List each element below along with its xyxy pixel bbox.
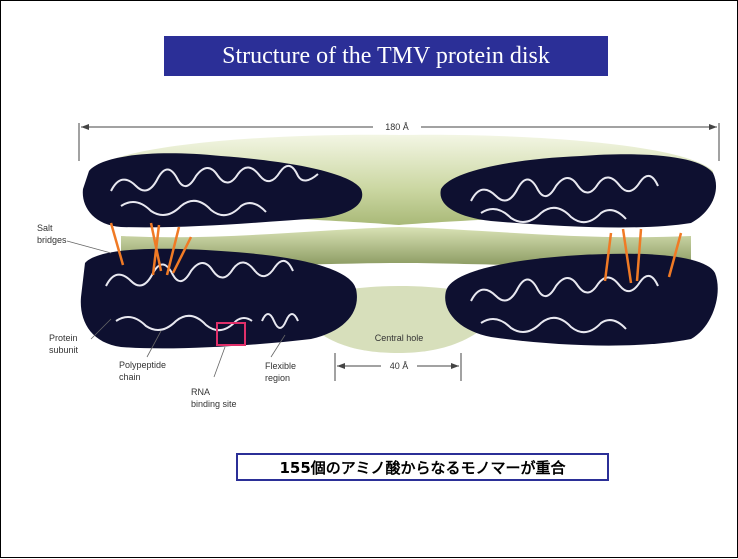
salt-bridges-label-line2: bridges	[37, 235, 67, 245]
caption-box: 155個のアミノ酸からなるモノマーが重合	[236, 453, 609, 481]
protein-subunit-bottom-left	[80, 248, 357, 349]
leader-lines	[66, 240, 286, 378]
protein-subunit-top-left	[82, 153, 363, 228]
dimension-180-line	[78, 123, 720, 161]
flexible-region-label-line1: Flexible	[265, 361, 296, 371]
dimension-180-label: 180 Å	[385, 122, 409, 132]
salt-bridges-left	[109, 222, 193, 276]
salt-bridges-label-line1: Salt	[37, 223, 53, 233]
slide-title: Structure of the TMV protein disk	[164, 36, 608, 76]
rna-binding-site-box	[216, 322, 246, 346]
protein-subunit-label-line2: subunit	[49, 345, 79, 355]
protein-subunit-label-line1: Protein	[49, 333, 78, 343]
protein-subunit-bottom-right	[445, 253, 718, 346]
dimension-40-label: 40 Å	[390, 361, 409, 371]
central-hole-label: Central hole	[375, 333, 424, 343]
rna-binding-site-label-line1: RNA	[191, 387, 210, 397]
flexible-region-label-line2: region	[265, 373, 290, 383]
protein-subunit-top-right	[440, 154, 717, 228]
rna-binding-site-label-line2: binding site	[191, 399, 237, 409]
salt-bridges-right	[603, 228, 683, 284]
dimension-40-line	[334, 353, 462, 381]
polypeptide-chain-label-line2: chain	[119, 372, 141, 382]
polypeptide-chain-label-line1: Polypeptide	[119, 360, 166, 370]
